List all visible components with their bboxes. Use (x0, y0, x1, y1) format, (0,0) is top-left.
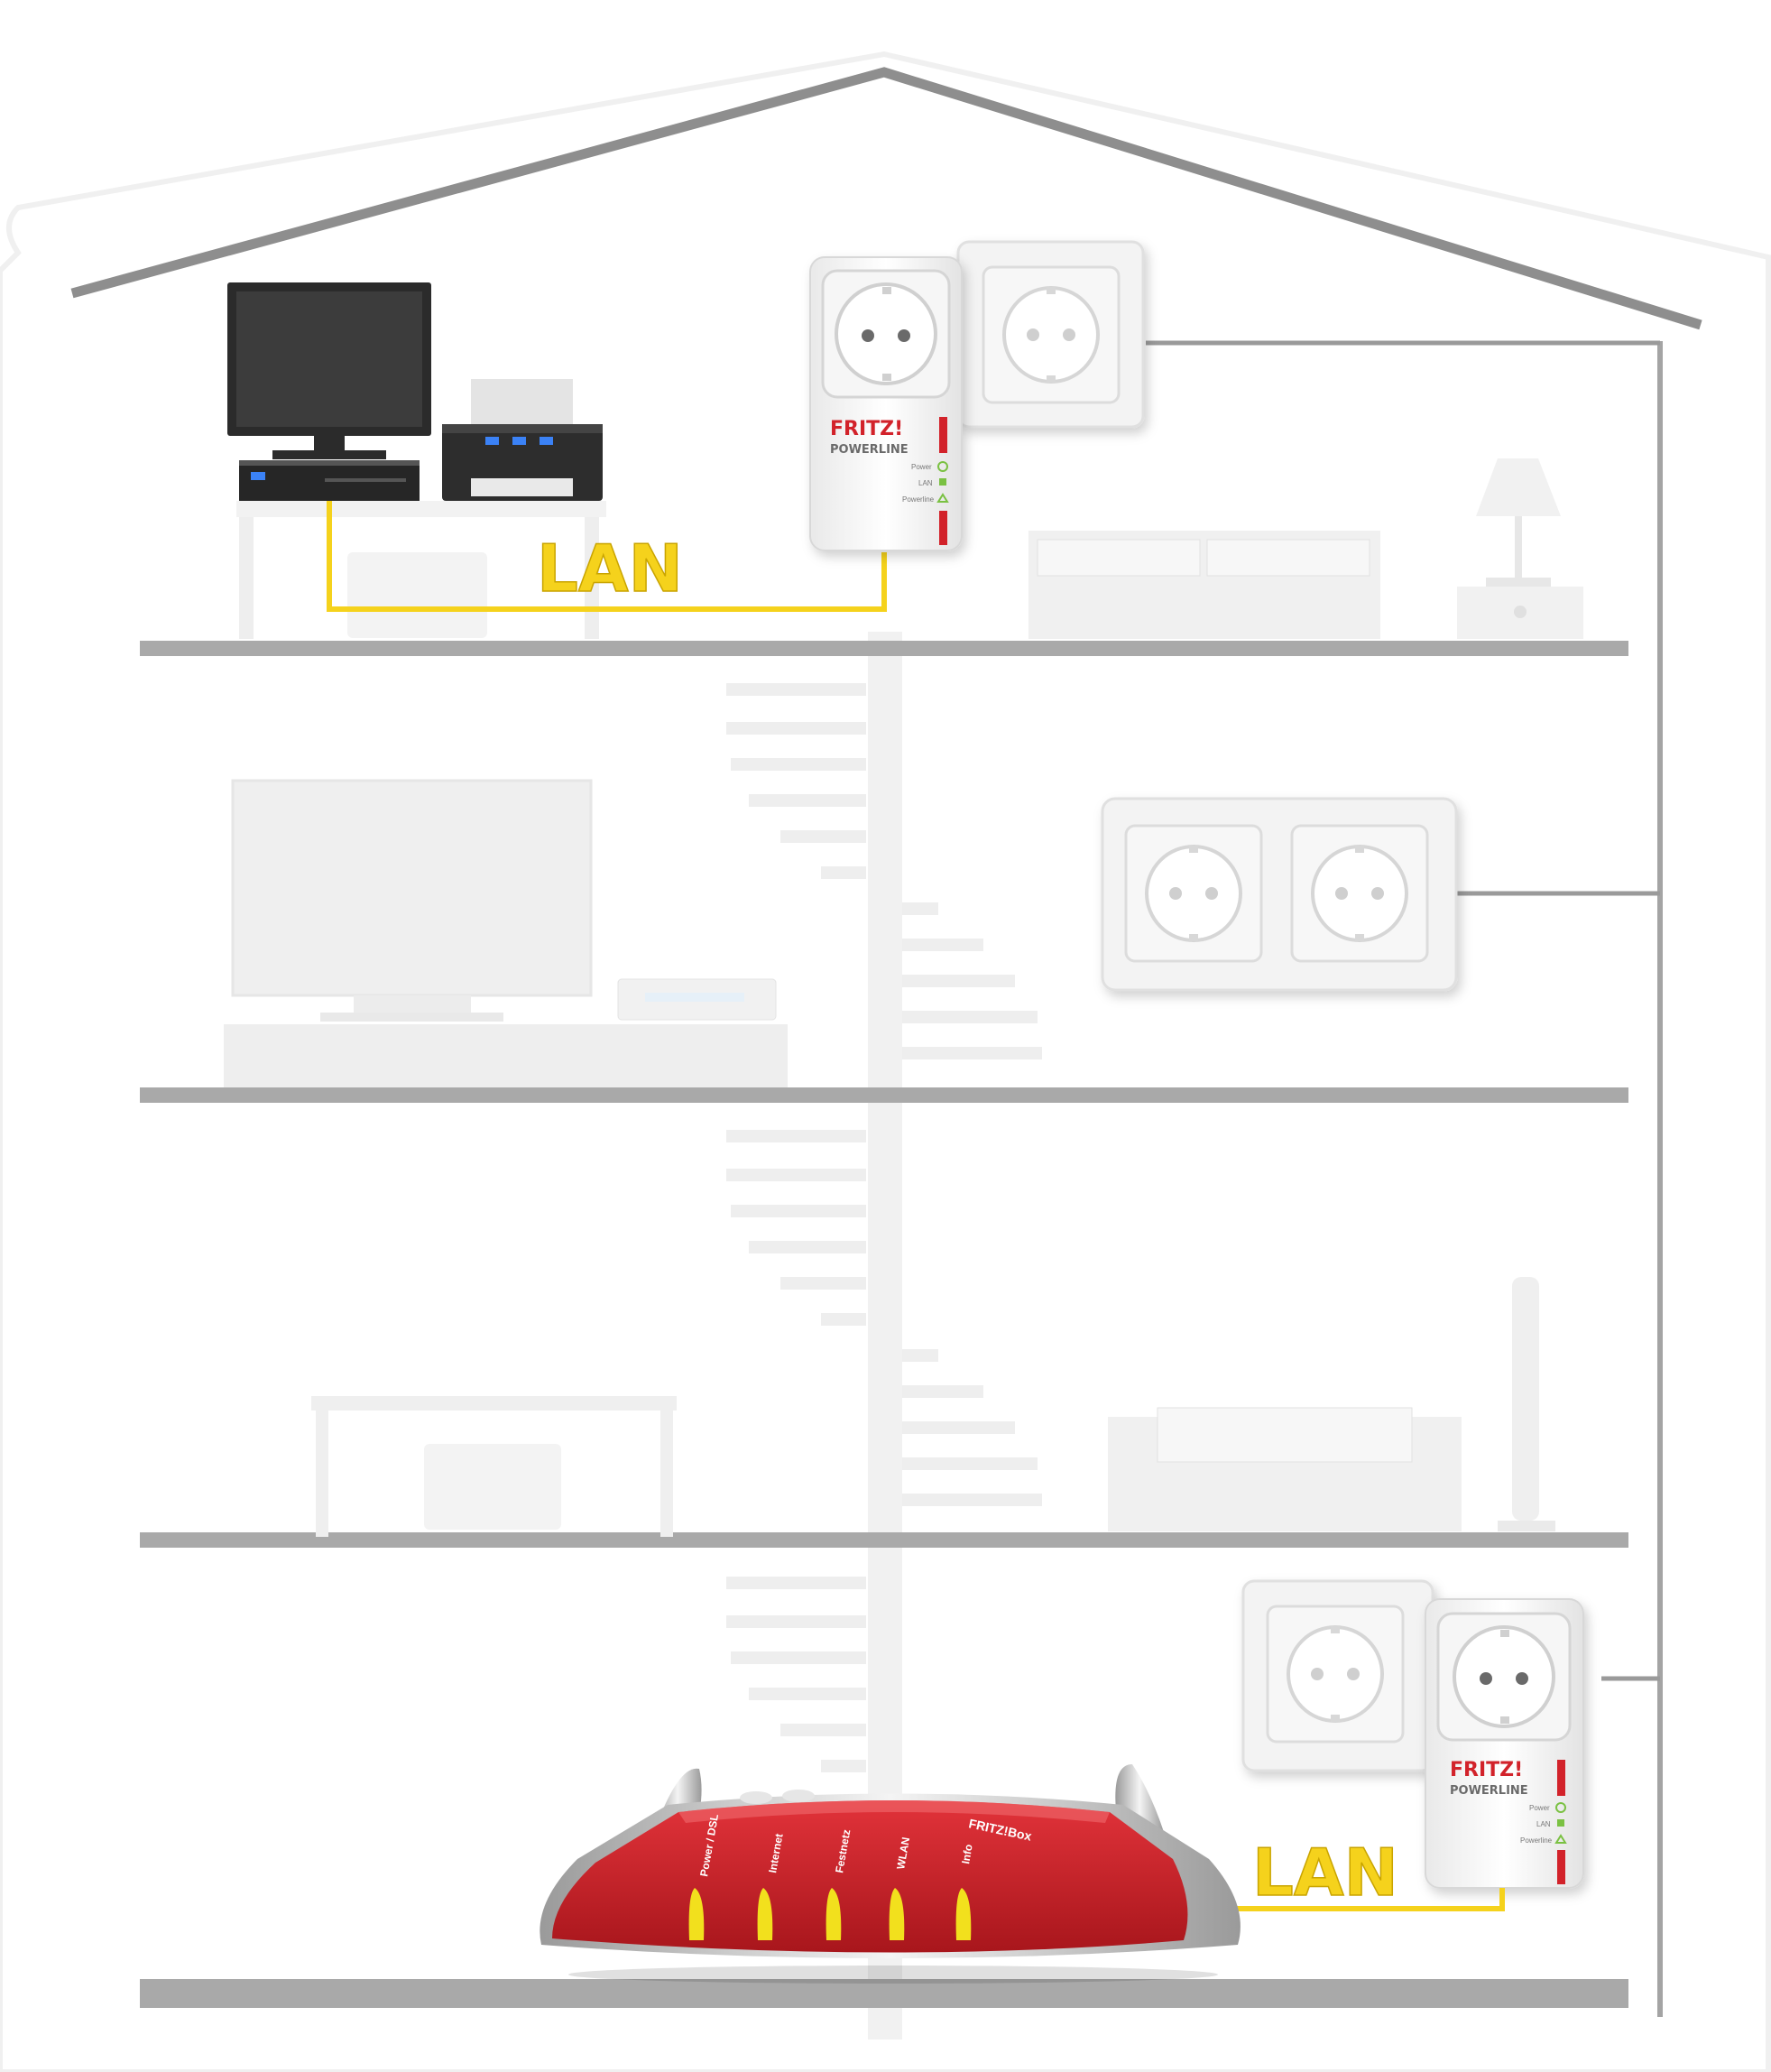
storage-box (347, 552, 487, 638)
router-led-wlan: WLAN (894, 1836, 912, 1871)
adapter-brand-ground: FRITZ! (1450, 1759, 1523, 1781)
table-icon (311, 1396, 677, 1537)
floor-3 (140, 641, 1628, 656)
powerline-adapter-icon: FRITZ! POWERLINE Power LAN Powerline (809, 256, 963, 551)
adapter-led-powerline-upper: Powerline (902, 495, 935, 504)
wall-socket-icon (956, 240, 1145, 429)
adapter-product-ground: POWERLINE (1450, 1784, 1528, 1798)
lamp-icon (1457, 458, 1583, 639)
lan-label-lower: LAN (1252, 1835, 1398, 1910)
floor-slabs (140, 641, 1628, 2008)
bed-icon (1028, 531, 1380, 639)
adapter-led-lan-upper: LAN (918, 479, 933, 487)
adapter-product-upper: POWERLINE (830, 443, 909, 457)
lan-cable-upper (327, 501, 887, 612)
computer-icon (227, 282, 431, 501)
adapter-led-lan-ground: LAN (1536, 1820, 1551, 1828)
speaker-icon (1498, 1277, 1555, 1531)
wall-socket-ground (1241, 1579, 1434, 1772)
adapter-led-powerline-ground: Powerline (1520, 1836, 1553, 1845)
adapter-led-power-upper: Power (911, 463, 932, 471)
router-icon: FRITZ!Box Power / DSL Internet Festnetz … (540, 1764, 1241, 1984)
wall-socket-double (1101, 797, 1458, 992)
tv-icon (224, 779, 788, 1087)
router-led-info: Info (959, 1843, 975, 1864)
lan-label-upper: LAN (537, 531, 683, 606)
floor-2 (140, 1087, 1628, 1103)
adapter-led-power-ground: Power (1529, 1804, 1550, 1812)
powerline-adapter-ground: FRITZ! POWERLINE Power LAN Powerline (1425, 1598, 1584, 1889)
floor-1 (140, 1532, 1628, 1548)
sofa-icon (1108, 1407, 1462, 1531)
adapter-brand-upper: FRITZ! (830, 418, 903, 440)
printer-icon (442, 379, 603, 501)
lan-cable-lower (1236, 1888, 1505, 1911)
wall-wiring (1146, 340, 1660, 1681)
floor-ground (140, 1979, 1628, 2008)
